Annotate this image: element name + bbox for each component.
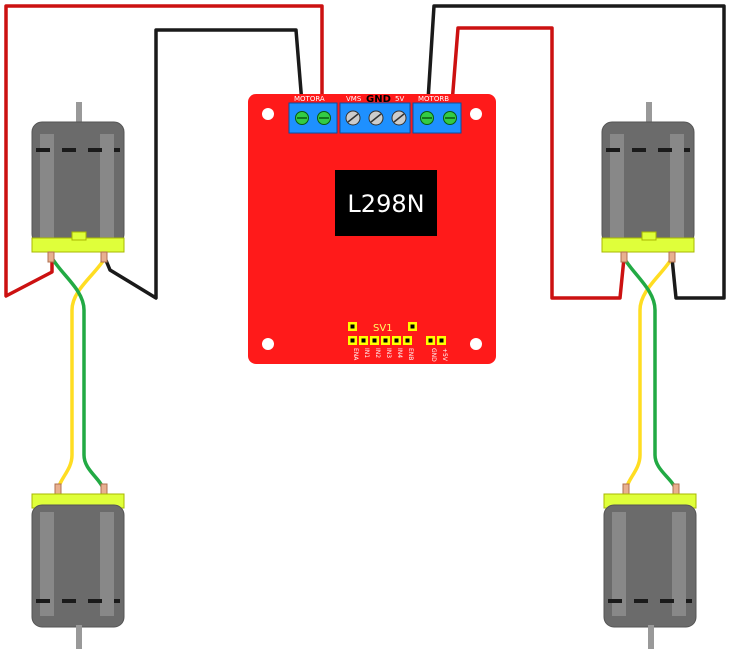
header-pin-label: IN1 — [363, 348, 370, 358]
5v-label: 5V — [395, 95, 404, 103]
motor-tab — [622, 483, 630, 495]
motor-tab — [47, 251, 55, 263]
motor-shaft — [646, 102, 652, 126]
motor-b-terminal: MOTORB — [412, 95, 462, 134]
left-red-wire — [4, 4, 324, 298]
right-green-link-wire — [622, 256, 678, 492]
header-pin-label: +5V — [441, 348, 448, 362]
vms-label: VMS — [346, 95, 362, 103]
l298n-chip — [335, 170, 437, 236]
rear-right-motor — [603, 483, 697, 649]
gnd-label: GND — [366, 94, 391, 105]
rear-left-motor — [31, 483, 125, 649]
motor-tab — [668, 251, 676, 263]
mount-hole-bottom-right — [470, 338, 482, 350]
l298n-board: MOTORA VMS GND 5V MOTORB L298N — [248, 94, 496, 364]
motor-shaft — [76, 625, 82, 649]
motor-tab — [620, 251, 628, 263]
motor-b-label: MOTORB — [418, 95, 449, 103]
header-pin-label: ENA — [352, 348, 359, 361]
right-red-wire — [449, 26, 626, 300]
wires — [4, 4, 726, 492]
front-right-motor — [601, 102, 695, 263]
header-label: SV1 — [373, 323, 393, 334]
motor-tab — [672, 483, 680, 495]
header-pin-label: GND — [430, 348, 437, 362]
left-yellow-link-wire — [56, 256, 107, 492]
header-pin-label: IN2 — [374, 348, 381, 358]
front-left-motor — [31, 102, 125, 263]
motor-tab — [100, 251, 108, 263]
motor-a-terminal: MOTORA — [288, 95, 338, 134]
header-pin-label: ENB — [407, 348, 414, 360]
left-green-link-wire — [50, 256, 106, 492]
left-black-wire — [103, 28, 305, 300]
mount-hole-top-left — [262, 108, 274, 120]
chip-label: L298N — [347, 190, 424, 218]
motor-a-label: MOTORA — [294, 95, 325, 103]
right-yellow-link-wire — [624, 256, 674, 492]
header-pin-label: IN4 — [396, 348, 403, 358]
header-pin-label: IN3 — [385, 348, 392, 358]
mount-hole-top-right — [470, 108, 482, 120]
motor-shaft — [76, 102, 82, 126]
mount-hole-bottom-left — [262, 338, 274, 350]
power-terminal: VMS GND 5V — [339, 94, 411, 134]
sv1-header: SV1 ENA IN1 IN2 IN3 IN4 ENB GND +5V — [348, 322, 448, 362]
motor-shaft — [648, 625, 654, 649]
right-black-wire — [425, 4, 726, 300]
motor-tab — [54, 483, 62, 495]
motor-tab — [100, 483, 108, 495]
